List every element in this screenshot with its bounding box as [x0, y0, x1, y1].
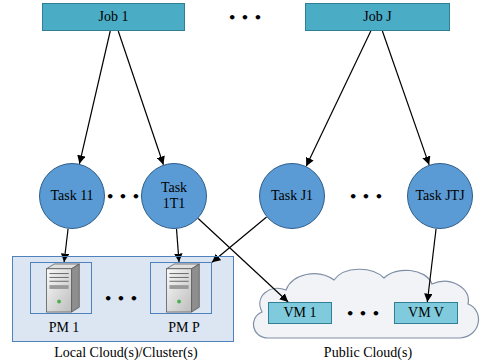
- task-circle: Task JTJ: [407, 163, 473, 229]
- assignment-arrow: [64, 229, 68, 262]
- node-label: Task JTJ: [415, 188, 464, 204]
- job-box: Job J: [305, 3, 450, 31]
- server-figure: [150, 262, 212, 314]
- assignment-arrow: [118, 31, 163, 165]
- physical-machine: PM 1: [30, 262, 98, 336]
- task-circle: Task 11: [39, 163, 105, 229]
- region-label: Public Cloud(s): [248, 345, 486, 361]
- assignment-arrow: [177, 229, 180, 262]
- ellipsis-mark: • • •: [228, 10, 262, 25]
- ellipsis-mark: • • •: [349, 189, 383, 204]
- vm-box: VM 1: [268, 302, 332, 324]
- server-icon: [167, 264, 200, 312]
- node-label: Task 11: [50, 188, 93, 204]
- physical-machine: PM P: [150, 262, 218, 336]
- region-fill: [12, 256, 234, 342]
- node-label: Job 1: [99, 9, 129, 25]
- assignment-arrow: [306, 31, 371, 166]
- node-label: Job J: [363, 9, 391, 25]
- server-figure: [30, 262, 92, 314]
- vm-box: VM V: [394, 302, 458, 324]
- server-icon: [47, 264, 80, 312]
- task-circle: Task 1T1: [141, 163, 207, 229]
- ellipsis-mark: • • •: [104, 291, 138, 306]
- assignment-arrow: [427, 229, 436, 302]
- assignment-arrow: [79, 31, 110, 164]
- ellipsis-mark: • • •: [346, 306, 380, 321]
- ellipsis-mark: • • •: [106, 189, 140, 204]
- node-label: Task J1: [271, 188, 313, 204]
- job-box: Job 1: [42, 3, 185, 31]
- node-label: PM P: [150, 320, 218, 336]
- node-label: Task 1T1: [149, 180, 199, 212]
- node-label: PM 1: [30, 320, 98, 336]
- assignment-arrow: [382, 31, 429, 165]
- node-label: VM V: [408, 305, 444, 321]
- region-label: Local Cloud(s)/Cluster(s): [12, 345, 240, 361]
- local-cloud-region: Local Cloud(s)/Cluster(s) PM 1 PM P: [12, 256, 240, 361]
- task-circle: Task J1: [259, 163, 325, 229]
- node-label: VM 1: [283, 305, 316, 321]
- cloud-outline: [253, 269, 478, 338]
